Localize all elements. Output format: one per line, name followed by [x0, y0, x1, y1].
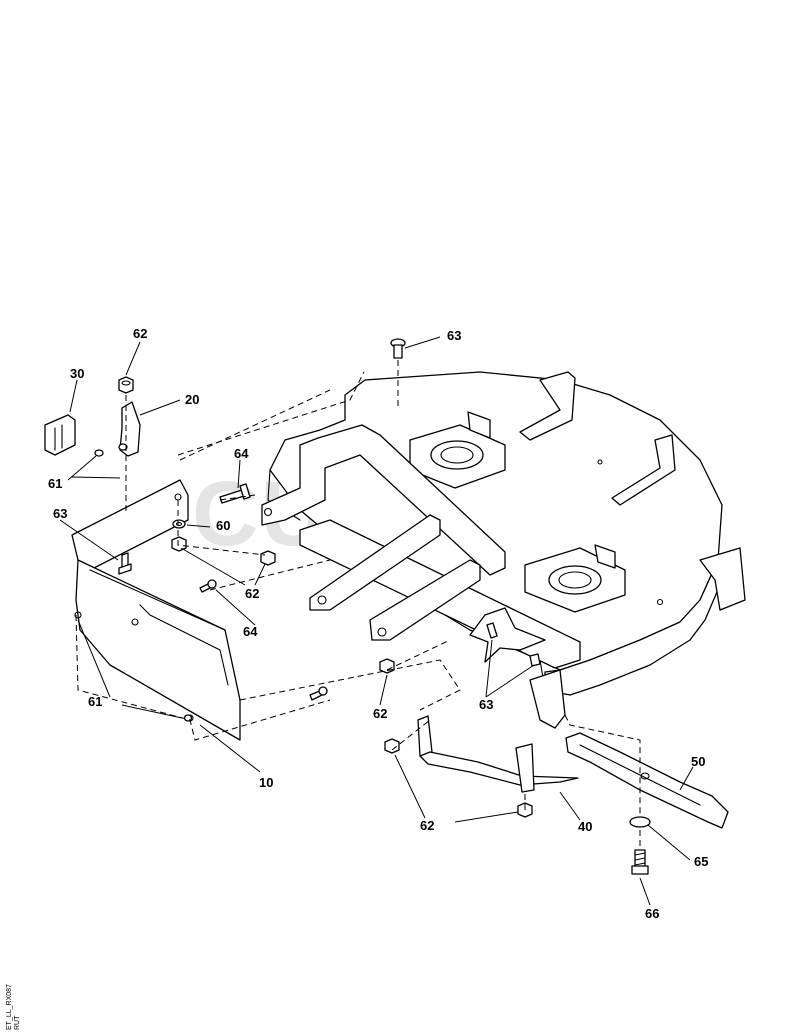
assembly-lines [75, 360, 641, 848]
callout-50: 50 [691, 754, 705, 769]
callout-10: 10 [259, 775, 273, 790]
callout-20: 20 [185, 392, 199, 407]
discharge-chute-deflector [71, 479, 241, 741]
spindle-mount-right [524, 544, 626, 613]
callout-63: 63 [479, 697, 493, 712]
deck-bracket-right [611, 434, 676, 506]
callout-62: 62 [373, 706, 387, 721]
drawing-code: ET_LL_RX087 [6, 984, 13, 1030]
leader-lines [59, 336, 694, 906]
callout-66: 66 [645, 906, 659, 921]
callouts: 62 63 30 20 64 61 63 60 62 64 61 10 62 6… [48, 326, 708, 921]
callout-64: 64 [243, 624, 258, 639]
mower-blade [565, 732, 729, 829]
chute-spring-bracket [44, 414, 76, 456]
blade-baffle [417, 715, 579, 793]
callout-61: 61 [88, 694, 102, 709]
callout-62: 62 [245, 586, 259, 601]
hardware [94, 338, 541, 818]
callout-60: 60 [216, 518, 230, 533]
callout-64: 64 [234, 446, 249, 461]
drawing-code-2: RUT [14, 1015, 21, 1030]
star-cutout [469, 607, 546, 663]
callout-63: 63 [447, 328, 461, 343]
callout-62: 62 [420, 818, 434, 833]
callout-65: 65 [694, 854, 708, 869]
callout-30: 30 [70, 366, 84, 381]
callout-63: 63 [53, 506, 67, 521]
chute-latch [119, 401, 141, 457]
blade-washer [629, 816, 651, 828]
deck-bracket-rear [519, 371, 576, 441]
blade-bolt [631, 849, 649, 875]
callout-61: 61 [48, 476, 62, 491]
deck-bracket-side [699, 547, 746, 611]
callout-40: 40 [578, 819, 592, 834]
deck-hanger-frame [261, 424, 581, 729]
callout-62: 62 [133, 326, 147, 341]
